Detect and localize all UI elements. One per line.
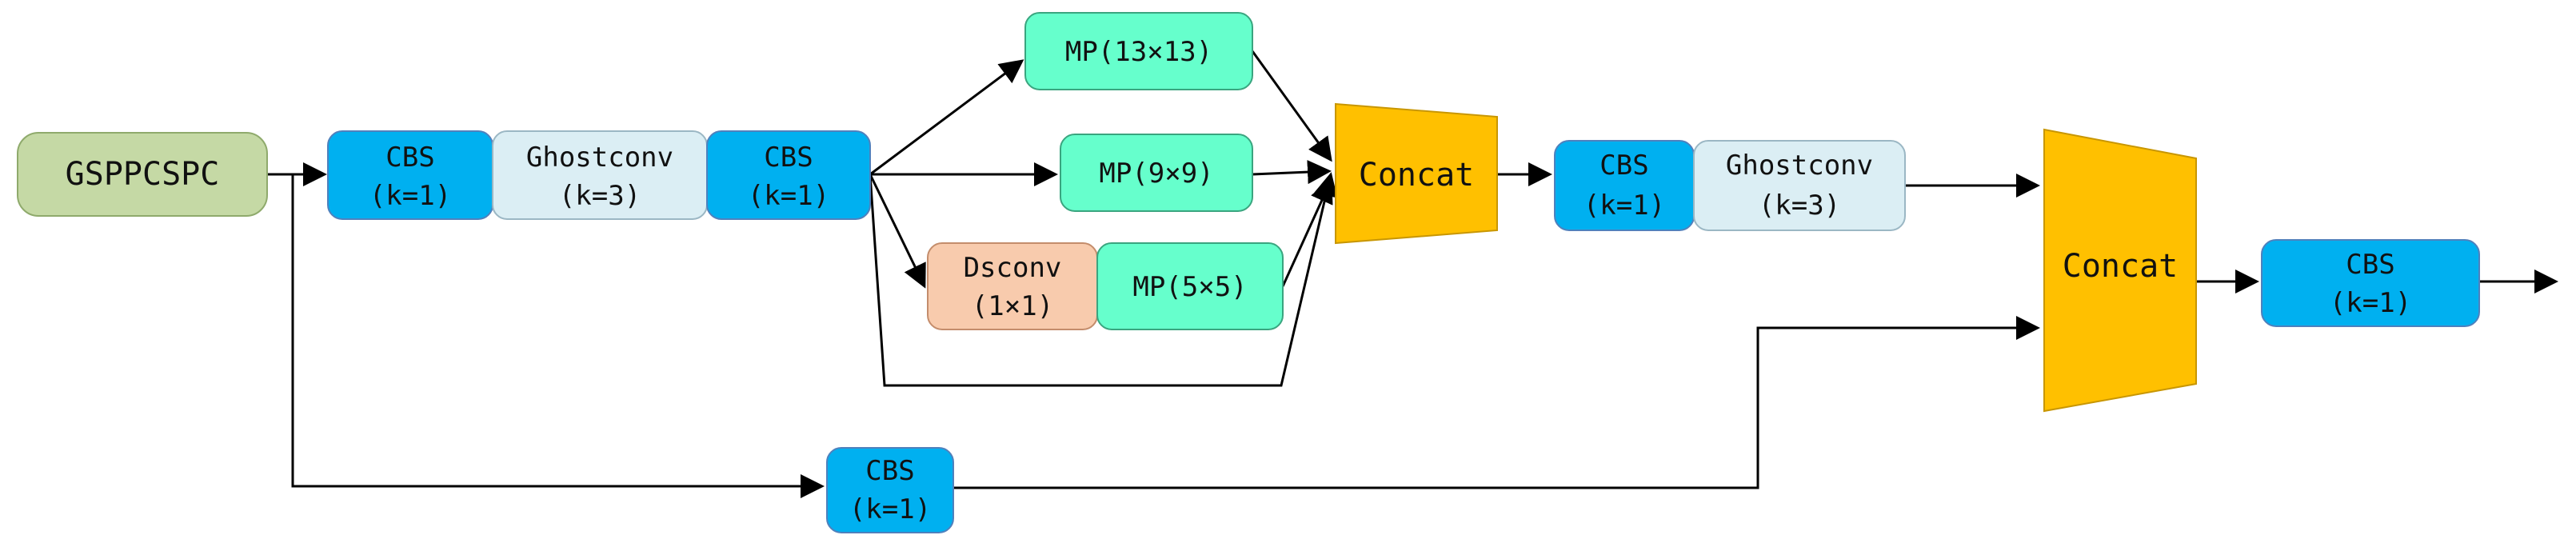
ghostconv-2-line1: Ghostconv: [1726, 150, 1873, 182]
node-mp-13x13: MP(13×13): [1024, 12, 1253, 90]
edge-cbs2-to-mp13: [869, 59, 1024, 176]
ghostconv-2-line2: (k=3): [1759, 190, 1840, 222]
concat-2-shape: [2043, 128, 2197, 413]
mp-13x13-box: [1024, 12, 1253, 90]
ghostconv-2-box: [1693, 140, 1906, 231]
node-cbs-bottom: CBS (k=1): [826, 447, 954, 533]
node-cbs-2: CBS (k=1): [706, 130, 871, 220]
cbs-bottom-line1: CBS: [865, 455, 914, 487]
mp-5x5-label: MP(5×5): [1132, 271, 1247, 303]
edge-cbs-bottom-to-concat2: [953, 316, 2040, 489]
node-concat-2: Concat: [2043, 128, 2197, 413]
cbs-3-line2: (k=1): [1584, 190, 1665, 222]
node-ghostconv-2: Ghostconv (k=3): [1693, 140, 1906, 231]
node-concat-1: Concat: [1335, 102, 1498, 245]
edge-mp5-to-concat1: [1281, 178, 1333, 287]
edge-cbs2-shortcut-to-concat1: [869, 172, 1338, 387]
dsconv-line1: Dsconv: [964, 252, 1062, 284]
mp-9x9-label: MP(9×9): [1099, 158, 1213, 190]
node-cbs-3: CBS (k=1): [1554, 140, 1695, 231]
node-mp-5x5: MP(5×5): [1096, 242, 1284, 330]
cbs-2-line2: (k=1): [748, 180, 829, 212]
edge-mp13-to-concat1: [1251, 50, 1332, 162]
node-cbs-output: CBS (k=1): [2261, 239, 2480, 327]
ghostconv-1-line2: (k=3): [559, 180, 641, 212]
node-ghostconv-1: Ghostconv (k=3): [492, 130, 708, 220]
cbs-bottom-box: [826, 447, 954, 533]
cbs-1-line2: (k=1): [369, 180, 451, 212]
gsppcspc-label: GSPPCSPC: [66, 156, 220, 193]
edge-input-to-cbs-bottom: [291, 174, 825, 498]
dsconv-line2: (1×1): [972, 290, 1053, 322]
edge-cbs2-to-dsconv: [869, 174, 926, 289]
ghostconv-1-line1: Ghostconv: [526, 142, 673, 174]
edges: [267, 50, 2558, 498]
mp-13x13-label: MP(13×13): [1065, 36, 1212, 68]
node-cbs-1: CBS (k=1): [327, 130, 493, 220]
cbs-2-box: [706, 130, 871, 220]
cbs-2-line1: CBS: [764, 142, 813, 174]
cbs-3-line1: CBS: [1600, 150, 1648, 182]
cbs-output-line2: (k=1): [2330, 287, 2411, 319]
node-mp-9x9: MP(9×9): [1060, 134, 1253, 212]
node-gsppcspc: GSPPCSPC: [17, 132, 268, 217]
gsppcspc-box: [17, 132, 268, 217]
concat-1-label: Concat: [1359, 157, 1475, 194]
cbs-output-box: [2261, 239, 2480, 327]
mp-9x9-box: [1060, 134, 1253, 212]
cbs-bottom-line2: (k=1): [849, 493, 931, 525]
concat-2-label: Concat: [2063, 248, 2179, 285]
edge-mp9-to-concat1: [1252, 160, 1332, 185]
cbs-1-line1: CBS: [385, 142, 434, 174]
node-dsconv: Dsconv (1×1): [927, 242, 1098, 330]
concat-1-shape: [1335, 102, 1498, 245]
cbs-output-line1: CBS: [2346, 249, 2394, 281]
mp-5x5-box: [1096, 242, 1284, 330]
